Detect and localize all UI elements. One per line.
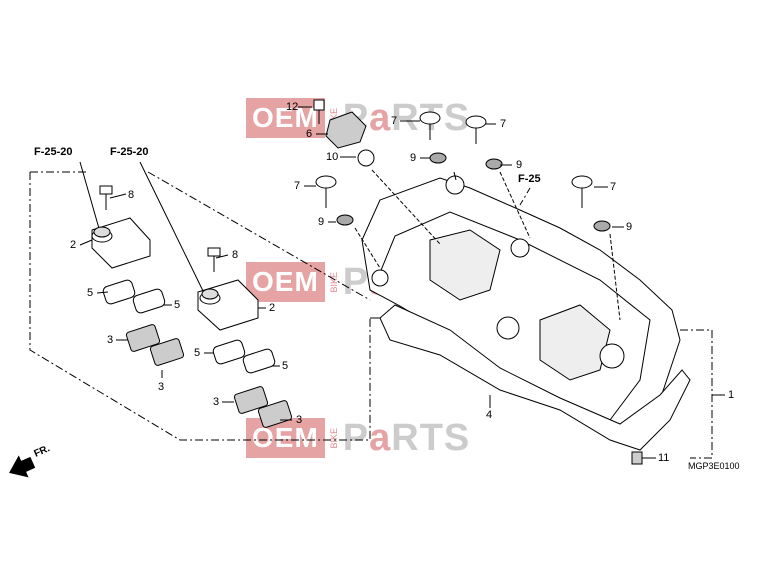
callout-12[interactable]: 12 — [286, 101, 299, 113]
callout-7[interactable]: 7 — [294, 180, 301, 192]
cylinder-head-cover — [361, 175, 681, 441]
diagram-code: MGP3E0100 — [688, 461, 740, 471]
callout-6[interactable]: 6 — [306, 128, 313, 140]
callout-1[interactable]: 1 — [728, 389, 735, 401]
front-arrow — [9, 455, 36, 478]
callout-5[interactable]: 5 — [194, 347, 201, 359]
callout-5[interactable]: 5 — [87, 287, 94, 299]
callout-10[interactable]: 10 — [326, 151, 339, 163]
callout-9[interactable]: 9 — [410, 152, 417, 164]
reference-f-25-20-left[interactable]: F-25-20 — [34, 146, 73, 158]
reference-f-25[interactable]: F-25 — [518, 173, 541, 185]
head-cover-gasket — [379, 304, 691, 451]
ignition-coil — [197, 247, 259, 331]
callout-2[interactable]: 2 — [70, 239, 77, 251]
bolt — [313, 99, 325, 124]
reference-f-25-20-right[interactable]: F-25-20 — [110, 146, 149, 158]
o-ring — [357, 149, 375, 167]
filter — [125, 324, 293, 428]
callout-3[interactable]: 3 — [213, 396, 220, 408]
ignition-coil — [91, 185, 151, 269]
callout-7[interactable]: 7 — [500, 118, 507, 130]
bracket — [325, 111, 367, 149]
callout-8[interactable]: 8 — [128, 189, 135, 201]
callout-9[interactable]: 9 — [318, 216, 325, 228]
callout-3[interactable]: 3 — [296, 414, 303, 426]
callout-9[interactable]: 9 — [626, 221, 633, 233]
callout-5[interactable]: 5 — [282, 360, 289, 372]
callout-2[interactable]: 2 — [269, 302, 276, 314]
callout-8[interactable]: 8 — [232, 249, 239, 261]
callout-4[interactable]: 4 — [486, 409, 493, 421]
cap-nut — [631, 451, 643, 465]
callout-11[interactable]: 11 — [658, 452, 670, 464]
callout-7[interactable]: 7 — [610, 181, 617, 193]
callout-3[interactable]: 3 — [158, 381, 165, 393]
bolt — [315, 111, 611, 232]
callout-7[interactable]: 7 — [391, 115, 398, 127]
callout-9[interactable]: 9 — [516, 159, 523, 171]
gasket — [102, 279, 276, 374]
callout-5[interactable]: 5 — [174, 299, 181, 311]
callout-3[interactable]: 3 — [107, 334, 114, 346]
